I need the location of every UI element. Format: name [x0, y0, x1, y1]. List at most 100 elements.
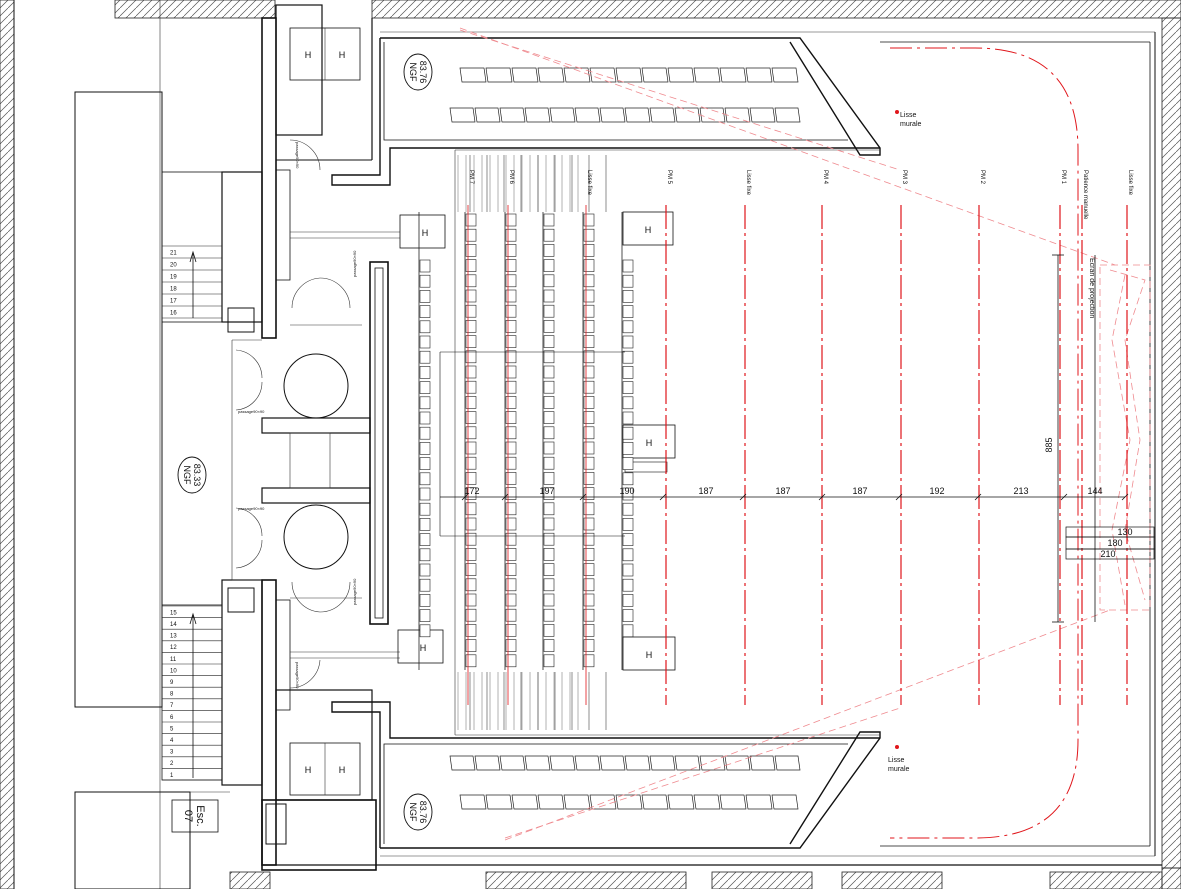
seat — [505, 244, 517, 257]
seat — [505, 502, 517, 516]
seat — [622, 457, 634, 470]
seat — [622, 578, 634, 592]
stair-step-number: 20 — [170, 263, 177, 269]
balcony-seat — [749, 755, 776, 771]
seat — [419, 518, 431, 531]
seat — [465, 244, 477, 257]
balcony-seat — [719, 67, 747, 83]
seat — [505, 274, 517, 288]
seat — [505, 259, 517, 272]
seat — [622, 366, 634, 379]
ngf-mid-line2: NGF — [182, 466, 192, 486]
h-label: H — [305, 765, 312, 775]
seat — [419, 457, 431, 470]
dimension-tick — [974, 493, 982, 501]
seat — [583, 320, 595, 333]
seat — [465, 259, 477, 272]
balcony-seat — [537, 794, 565, 810]
seat — [622, 594, 634, 607]
seat — [583, 456, 595, 470]
seat — [465, 456, 477, 470]
dimension-value: 187 — [698, 486, 713, 496]
seat — [622, 350, 634, 364]
stair-arrows — [189, 250, 197, 778]
seat — [543, 517, 555, 531]
seat — [465, 654, 477, 668]
seat — [543, 228, 555, 242]
balcony-seat — [774, 755, 801, 771]
seat — [543, 624, 555, 637]
door-label: passage90×90 — [295, 662, 300, 689]
seat — [543, 654, 555, 668]
seat — [505, 639, 517, 652]
seat — [583, 380, 595, 394]
seat — [583, 624, 595, 637]
left-corridor — [13, 0, 263, 889]
seat — [543, 335, 555, 348]
seat — [505, 228, 517, 242]
seat — [465, 304, 477, 318]
balcony-seat — [549, 755, 576, 771]
balcony-seat — [641, 67, 669, 83]
seat — [583, 411, 595, 424]
seat — [465, 502, 477, 516]
seat — [419, 533, 431, 546]
seat — [465, 213, 477, 227]
seat — [505, 608, 517, 622]
door-label: passage90×90 — [352, 578, 357, 605]
h-label: H — [305, 50, 312, 60]
projection-lines — [459, 27, 1151, 841]
seat — [505, 350, 517, 364]
seat — [622, 487, 634, 501]
dimension-tick — [579, 493, 587, 501]
balcony-seat — [624, 755, 651, 771]
seat — [465, 532, 477, 546]
seat — [505, 304, 517, 318]
seat — [465, 350, 477, 364]
esc-line2: 07 — [182, 810, 194, 822]
seat — [583, 487, 595, 500]
balcony-seat — [549, 107, 576, 123]
stair-step-number: 18 — [170, 287, 177, 293]
balcony-seat — [693, 67, 721, 83]
seat — [465, 228, 477, 242]
seat — [419, 335, 431, 349]
balcony-seat — [771, 794, 799, 810]
seat — [465, 639, 477, 652]
seat — [583, 289, 595, 303]
projection-screen-label: Ecran de projection — [1088, 258, 1095, 318]
dimension-tick — [659, 493, 667, 501]
balcony-seat — [599, 107, 626, 123]
dimension-tick — [739, 493, 747, 501]
seat — [505, 335, 517, 348]
seat — [583, 563, 595, 576]
seat — [583, 396, 595, 409]
seat — [543, 304, 555, 318]
rigging-bar-label: PM 4 — [822, 170, 828, 185]
seat — [465, 624, 477, 637]
seat — [465, 396, 477, 409]
dimension-value: 197 — [539, 486, 554, 496]
seat — [505, 213, 517, 227]
seat — [583, 365, 595, 379]
h-label: H — [420, 643, 427, 653]
seat — [419, 366, 431, 379]
dimension-value: 192 — [929, 486, 944, 496]
balcony-seat — [624, 107, 651, 123]
seat — [419, 624, 431, 638]
ngf-top-line2: NGF — [408, 63, 418, 83]
seat — [543, 548, 555, 561]
balcony-seat — [511, 67, 539, 83]
seat — [419, 350, 431, 364]
balcony-seat — [511, 794, 539, 810]
door-label: passage90×90 — [295, 142, 300, 169]
seat — [505, 320, 517, 333]
seat — [419, 609, 431, 622]
stair-step-number: 3 — [170, 750, 174, 756]
balcony-seat — [499, 107, 526, 123]
stair-step-number: 6 — [170, 715, 174, 721]
